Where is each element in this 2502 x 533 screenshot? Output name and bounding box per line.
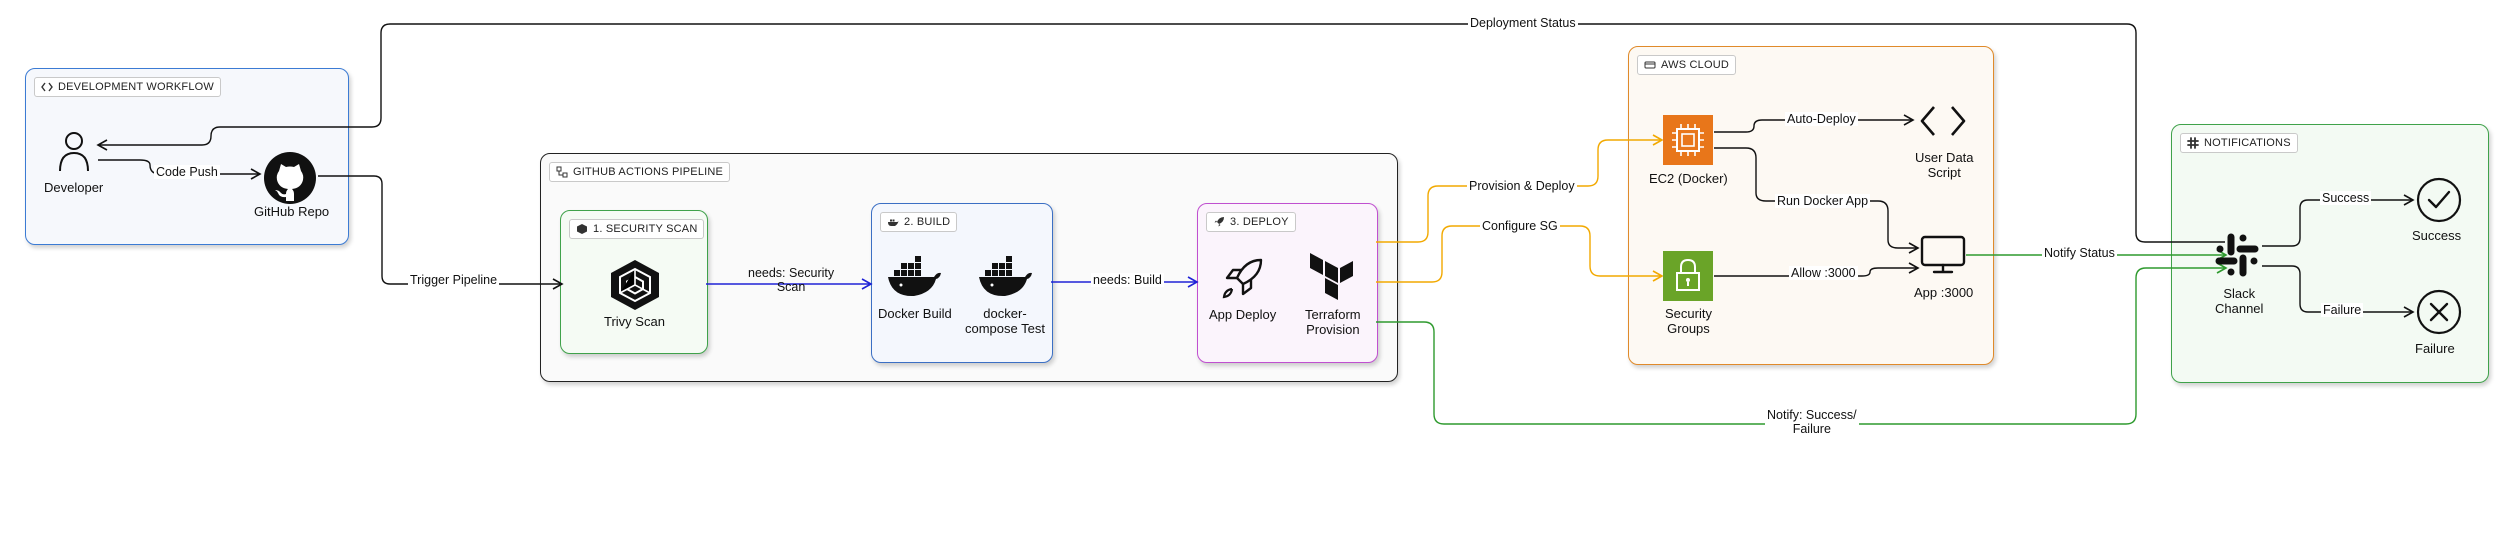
rocket-icon [1214, 217, 1224, 227]
edge-trigger-pipeline [318, 175, 564, 290]
security-group-icon [1663, 251, 1713, 301]
success-check-icon [2416, 177, 2462, 223]
github-actions-pipeline-title: GITHUB ACTIONS PIPELINE [549, 162, 731, 182]
shield-icon [577, 224, 587, 234]
success-label: Success [2412, 228, 2462, 243]
aws-cloud-group: AWS CLOUD [1628, 46, 1994, 365]
label-run-docker-app: Run Docker App [1775, 194, 1871, 208]
monitor-icon [1920, 235, 1966, 274]
trivy-icon [611, 260, 659, 310]
security-groups-label: Security Groups [1665, 306, 1712, 336]
edge-auto-deploy [1714, 114, 1915, 133]
ec2-label: EC2 (Docker) [1649, 171, 1728, 186]
trivy-scan-label: Trivy Scan [604, 314, 665, 329]
code-icon [41, 82, 53, 92]
github-repo-label: GitHub Repo [254, 204, 330, 219]
docker-build-icon [888, 256, 941, 297]
docker-icon [888, 219, 899, 226]
deploy-title: 3. DEPLOY [1206, 212, 1296, 232]
code-icon [1920, 106, 1966, 136]
aws-cloud-title: AWS CLOUD [1637, 55, 1737, 75]
edge-success [2262, 194, 2415, 247]
build-title: 2. BUILD [880, 212, 958, 232]
label-code-push: Code Push [154, 165, 220, 179]
label-notify-status: Notify Status [2042, 246, 2117, 260]
docker-build-label: Docker Build [878, 306, 952, 321]
development-workflow-title: DEVELOPMENT WORKFLOW [34, 77, 221, 97]
label-allow-3000: Allow :3000 [1789, 266, 1858, 280]
label-failure: Failure [2321, 303, 2364, 317]
rocket-icon [1222, 258, 1263, 299]
ec2-icon [1663, 115, 1713, 165]
app-deploy-label: App Deploy [1209, 307, 1277, 322]
edge-allow-3000 [1714, 262, 1920, 277]
edge-notify-result [1376, 262, 2228, 425]
label-needs-build: needs: Build [1091, 273, 1164, 287]
github-icon [264, 152, 316, 204]
label-needs-security-scan: needs: Security Scan [748, 266, 835, 294]
slack-channel-label: Slack Channel [2215, 286, 2264, 316]
security-scan-title: 1. SECURITY SCAN [569, 219, 705, 239]
docker-compose-test-label: docker- compose Test [965, 306, 1045, 336]
terraform-icon [1310, 253, 1353, 300]
failure-x-icon [2416, 289, 2462, 335]
edge-deployment-status [96, 23, 2225, 243]
edge-configure-sg [1376, 225, 1664, 283]
terraform-provision-label: Terraform Provision [1305, 307, 1361, 337]
label-notify-result: Notify: Success/ Failure [1765, 408, 1859, 436]
docker-compose-icon [979, 256, 1032, 297]
label-trigger-pipeline: Trigger Pipeline [408, 273, 500, 287]
label-auto-deploy: Auto-Deploy [1785, 112, 1858, 126]
label-deployment-status: Deployment Status [1468, 16, 1578, 30]
label-configure-sg: Configure SG [1480, 219, 1560, 233]
app-3000-label: App :3000 [1914, 285, 1974, 300]
workflow-icon [556, 166, 568, 178]
label-success: Success [2320, 191, 2372, 205]
slack-icon [2215, 233, 2259, 277]
user-icon [59, 132, 89, 172]
cloud-icon [1644, 61, 1656, 69]
deploy-group: 3. DEPLOY [1197, 203, 1378, 363]
failure-label: Failure [2415, 341, 2455, 356]
edge-failure [2262, 265, 2415, 318]
slack-small-icon [2187, 137, 2199, 149]
user-data-script-label: User Data Script [1915, 150, 1974, 180]
notifications-title: NOTIFICATIONS [2180, 133, 2298, 153]
developer-label: Developer [44, 180, 104, 195]
label-provision-deploy: Provision & Deploy [1467, 179, 1577, 193]
